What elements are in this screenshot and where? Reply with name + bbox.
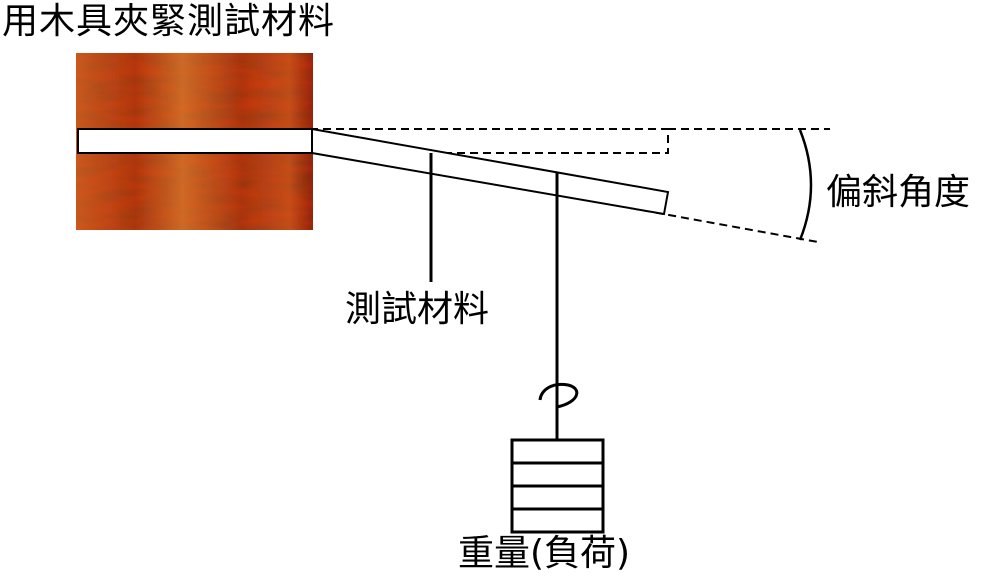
weight-block-icon <box>510 438 605 534</box>
weight-hook-icon <box>538 382 579 440</box>
clamp-title-label: 用木具夾緊測試材料 <box>2 1 336 42</box>
deflected-reference-line <box>309 149 819 243</box>
weight-load-label: 重量(負荷) <box>458 533 631 574</box>
test-strip-clamped <box>77 128 313 154</box>
test-material-label: 測試材料 <box>345 289 490 330</box>
angle-arc <box>798 129 813 241</box>
test-strip-deflected <box>311 127 670 216</box>
original-position-outline <box>309 128 669 154</box>
deflection-angle-label: 偏斜角度 <box>826 172 971 213</box>
